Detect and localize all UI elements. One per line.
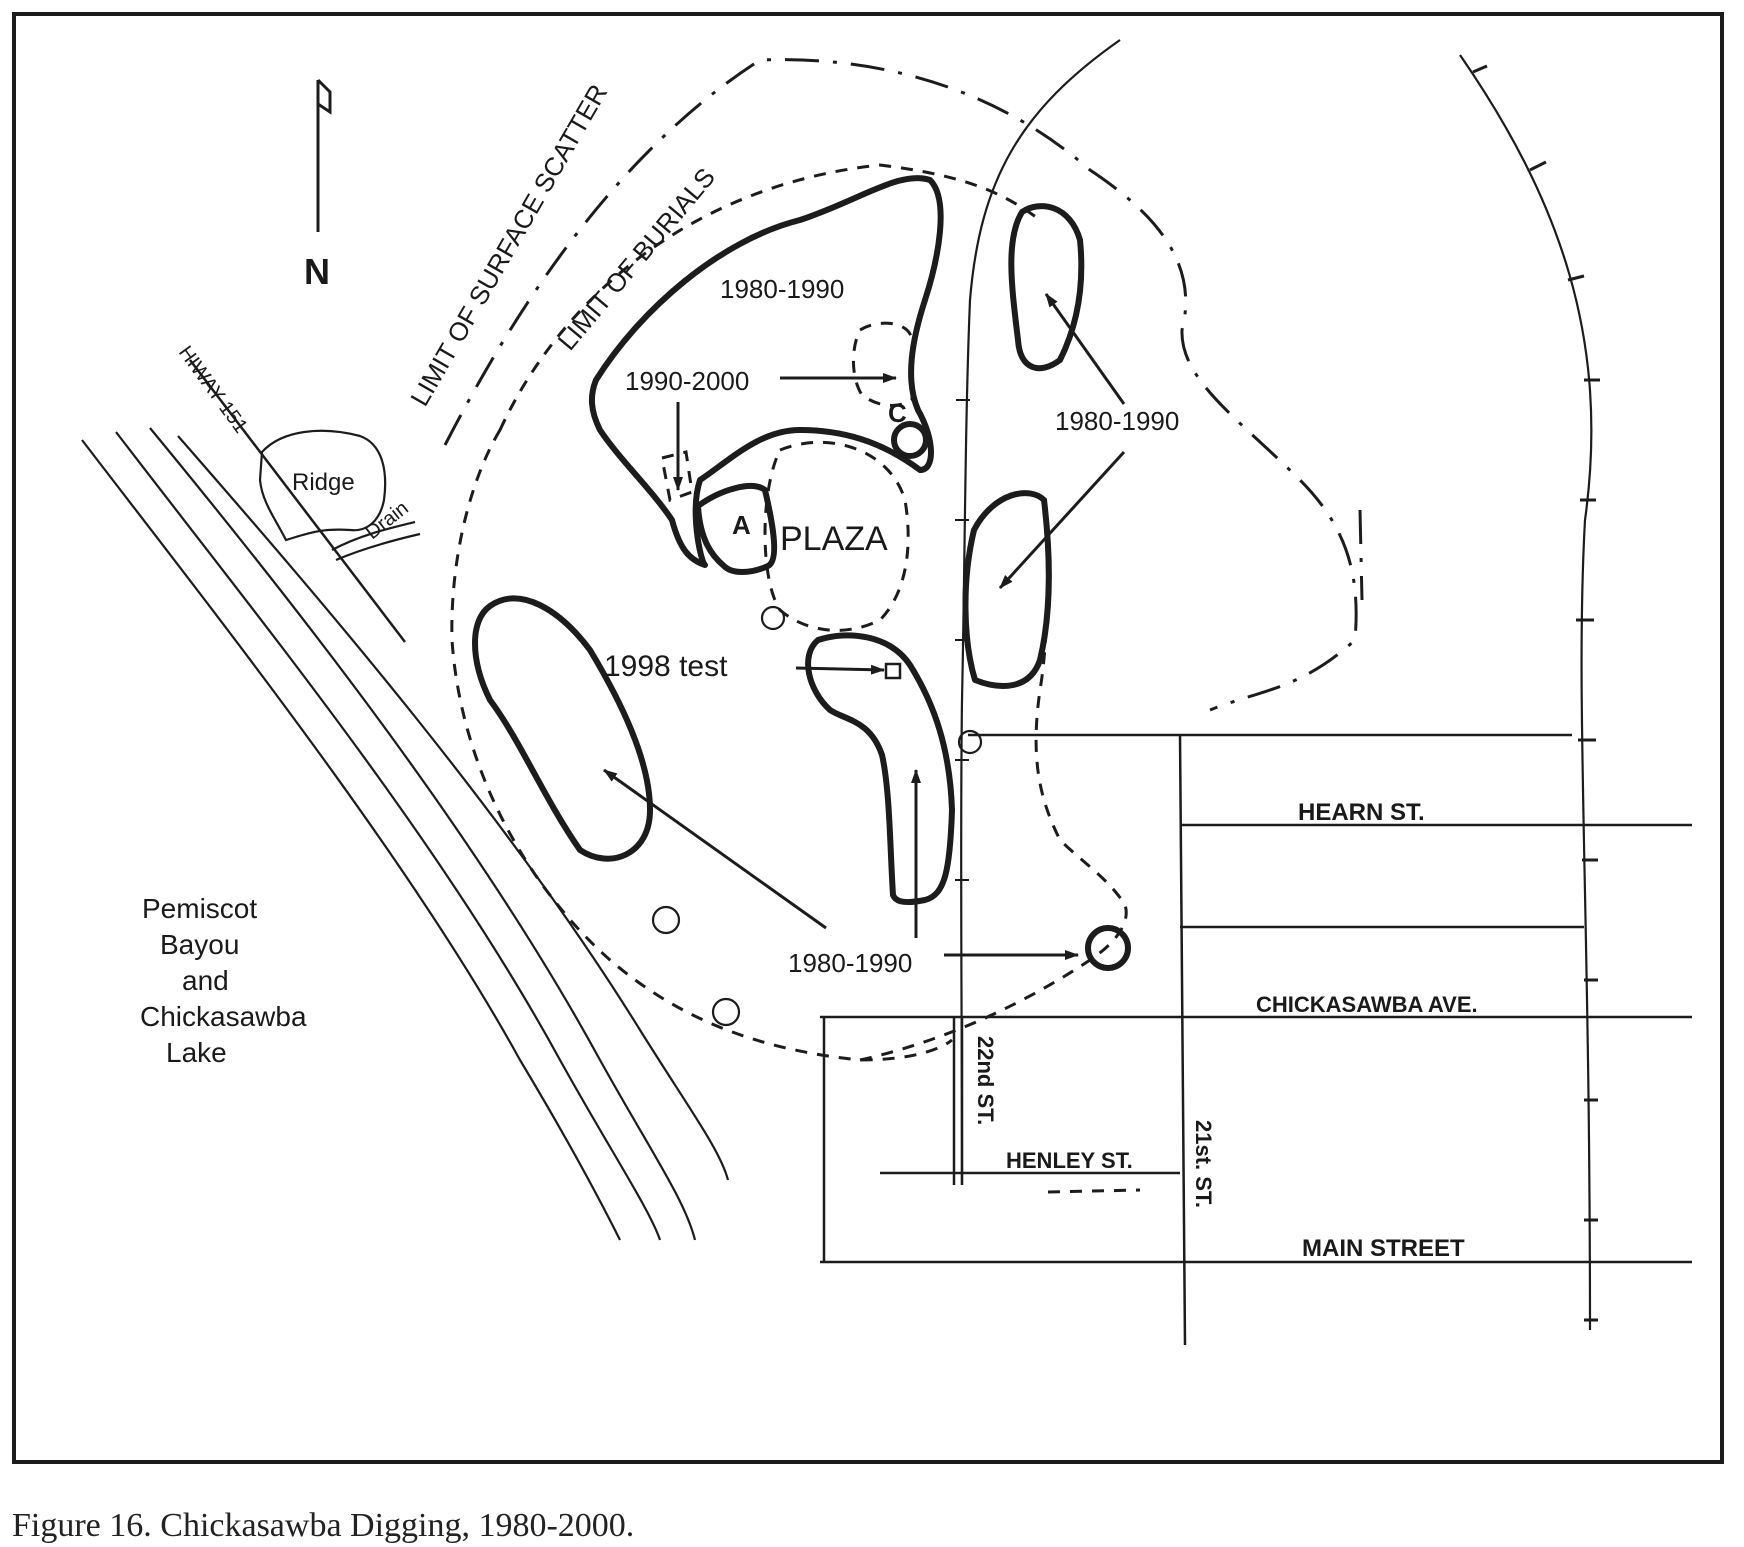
mound-a-label: A bbox=[732, 510, 751, 540]
chickasawba-ave-label: CHICKASAWBA AVE. bbox=[1256, 992, 1478, 1017]
burials-limit bbox=[450, 163, 1128, 1062]
drain-line-lower bbox=[335, 532, 421, 562]
mound-outline-east-lower bbox=[962, 490, 1052, 689]
mound-small-2 bbox=[711, 997, 741, 1027]
mound-a bbox=[695, 483, 778, 575]
main-street-label: MAIN STREET bbox=[1302, 1235, 1465, 1262]
dig-1990-2000-east bbox=[851, 321, 914, 407]
mound-outline-east-upper bbox=[1008, 203, 1085, 372]
test-1998-square bbox=[884, 662, 902, 680]
ridge-outline bbox=[258, 429, 387, 542]
map-frame bbox=[12, 12, 1724, 1464]
svg-text:Bayou: Bayou bbox=[160, 929, 239, 960]
mound-c-label: C bbox=[888, 398, 907, 428]
north-label: N bbox=[304, 251, 330, 292]
arrow-right-upper bbox=[1044, 293, 1126, 405]
period-top-label: 1980-1990 bbox=[720, 274, 844, 304]
bayou-shoreline bbox=[81, 427, 730, 1241]
surface-scatter-limit-east bbox=[1358, 509, 1364, 601]
svg-text:and: and bbox=[182, 965, 229, 996]
period-right-label: 1980-1990 bbox=[1055, 406, 1179, 436]
surface-scatter-label: LIMIT OF SURFACE SCATTER bbox=[404, 79, 613, 411]
street-grid bbox=[820, 733, 1692, 1346]
hiway-151-road bbox=[189, 359, 406, 643]
hiway-151-label: HIWAY 151 bbox=[174, 342, 252, 437]
mound-outline-north bbox=[588, 175, 944, 568]
mound-outline-south bbox=[805, 632, 955, 906]
drain-line-upper bbox=[331, 520, 416, 551]
mound-small-3 bbox=[760, 605, 786, 631]
railroad-track bbox=[1459, 54, 1600, 1331]
svg-text:Chickasawba: Chickasawba bbox=[140, 1001, 307, 1032]
test-1998-label: 1998 test bbox=[604, 650, 728, 683]
water-label: Pemiscot Bayou and Chickasawba Lake bbox=[140, 893, 307, 1068]
svg-text:Pemiscot: Pemiscot bbox=[142, 893, 257, 924]
henley-dash bbox=[1047, 1188, 1141, 1194]
surface-scatter-limit bbox=[443, 58, 1358, 712]
plaza-outline bbox=[763, 440, 910, 632]
henley-st-label: HENLEY ST. bbox=[1006, 1148, 1133, 1173]
22nd-st-label: 22nd ST. bbox=[973, 1036, 998, 1125]
mound-small-4 bbox=[957, 729, 983, 755]
arrow-bottom-west bbox=[603, 768, 827, 930]
period-2000-label: 1990-2000 bbox=[625, 366, 749, 396]
mound-c bbox=[891, 421, 929, 459]
svg-text:Lake: Lake bbox=[166, 1037, 227, 1068]
north-arrow: N bbox=[304, 78, 332, 292]
figure-caption: Figure 16. Chickasawba Digging, 1980-200… bbox=[12, 1507, 634, 1544]
plaza-label: PLAZA bbox=[780, 520, 888, 558]
21st-st-label: 21st. ST. bbox=[1191, 1120, 1216, 1208]
mound-small-1 bbox=[651, 905, 681, 935]
ridge-label: Ridge bbox=[292, 469, 355, 496]
railroad-spur bbox=[955, 39, 1121, 1186]
mound-outline-west bbox=[472, 595, 653, 862]
hearn-st-label: HEARN ST. bbox=[1298, 799, 1425, 826]
arrow-test-1998 bbox=[795, 664, 885, 675]
arrow-right-lower bbox=[998, 450, 1126, 590]
mound-east-ring bbox=[1085, 925, 1131, 971]
period-bottom-label: 1980-1990 bbox=[788, 948, 912, 978]
